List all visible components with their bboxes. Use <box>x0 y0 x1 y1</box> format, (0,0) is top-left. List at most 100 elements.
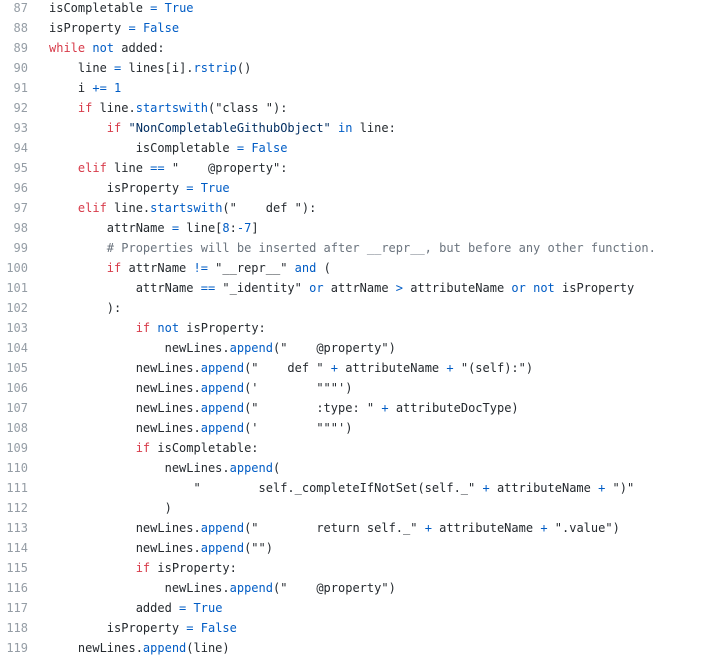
code-token: = <box>179 601 187 615</box>
line-number: 102 <box>6 301 28 315</box>
code-token: () <box>236 61 252 75</box>
code-token: True <box>193 601 223 615</box>
code-line: 113 newLines.append(" return self._" + a… <box>0 520 713 540</box>
code-line: 96 isProperty = True <box>0 180 713 200</box>
code-text: isProperty = False <box>28 620 237 640</box>
code-token: = <box>186 181 194 195</box>
line-number: 115 <box>6 561 28 575</box>
code-line: 101 attrName == "_identity" or attrName … <box>0 280 713 300</box>
code-token: + <box>330 361 339 375</box>
code-token <box>107 81 114 95</box>
code-token <box>49 561 136 575</box>
code-token: attrName <box>323 281 396 295</box>
code-token <box>331 121 338 135</box>
code-token: newLines. <box>49 361 201 375</box>
code-text: newLines.append(' """') <box>28 420 353 440</box>
code-line: 112 ) <box>0 500 713 520</box>
code-token: (line) <box>186 641 230 655</box>
code-line: 119 newLines.append(line) <box>0 640 713 660</box>
line-number: 113 <box>6 521 28 535</box>
line-number: 93 <box>13 121 28 135</box>
code-line: 94 isCompletable = False <box>0 140 713 160</box>
code-token: + <box>598 481 606 495</box>
code-token <box>49 321 136 335</box>
line-number: 96 <box>13 181 28 195</box>
code-text: attrName = line[8:-7] <box>28 220 259 240</box>
code-token: isProperty: <box>179 321 266 335</box>
code-token: + <box>482 481 490 495</box>
code-text: elif line.startswith(" def "): <box>28 200 316 220</box>
code-token <box>49 441 136 455</box>
code-token: line[ <box>179 221 223 235</box>
code-token: if <box>135 321 151 335</box>
code-token <box>49 161 78 175</box>
code-token: append <box>200 401 245 415</box>
code-token: ( <box>316 261 331 275</box>
code-token <box>49 121 107 135</box>
code-text: newLines.append(" def " + attributeName … <box>28 360 533 380</box>
line-number: 89 <box>13 41 28 55</box>
code-line: 107 newLines.append(" :type: " + attribu… <box>0 400 713 420</box>
code-token: newLines. <box>49 541 201 555</box>
line-number: 92 <box>13 101 28 115</box>
code-token <box>136 21 143 35</box>
code-text: attrName == "_identity" or attrName > at… <box>28 280 635 300</box>
code-token: isProperty <box>49 21 129 35</box>
code-token: True <box>200 181 230 195</box>
code-text: newLines.append(" :type: " + attributeDo… <box>28 400 519 420</box>
code-token <box>49 261 107 275</box>
code-text: newLines.append(" return self._" + attri… <box>28 520 620 540</box>
line-number: 118 <box>6 621 28 635</box>
line-number: 87 <box>13 1 28 15</box>
code-token: += <box>92 81 107 95</box>
code-token: line. <box>92 101 136 115</box>
code-token: (' """') <box>244 381 353 395</box>
code-token: + <box>424 521 432 535</box>
code-token: rstrip <box>193 61 237 75</box>
line-number: 88 <box>13 21 28 35</box>
code-token: if <box>135 441 151 455</box>
code-token: (" :type: " <box>244 401 382 415</box>
code-token: isCompletable <box>49 1 151 15</box>
code-text: isProperty = False <box>28 20 179 40</box>
code-token: 1 <box>114 81 122 95</box>
code-token: " @property": <box>164 161 288 175</box>
code-line: 103 if not isProperty: <box>0 320 713 340</box>
line-number: 97 <box>13 201 28 215</box>
code-token: newLines. <box>49 401 201 415</box>
code-token: append <box>142 641 187 655</box>
code-text: if attrName != "__repr__" and ( <box>28 260 331 280</box>
code-token: ")" <box>605 481 635 495</box>
code-token: in <box>338 121 353 135</box>
code-line: 106 newLines.append(' """') <box>0 380 713 400</box>
code-text: elif line == " @property": <box>28 160 288 180</box>
code-token: " self._completeIfNotSet(self._" <box>49 481 483 495</box>
code-text: if "NonCompletableGithubObject" in line: <box>28 120 396 140</box>
code-text: if not isProperty: <box>28 320 266 340</box>
code-token: append <box>229 461 273 475</box>
line-number: 110 <box>6 461 28 475</box>
code-token: : <box>229 221 237 235</box>
code-token: append <box>200 381 245 395</box>
code-line: 111 " self._completeIfNotSet(self._" + a… <box>0 480 713 500</box>
code-token: elif <box>77 161 107 175</box>
code-text: newLines.append( <box>28 460 281 480</box>
code-text: i += 1 <box>28 80 121 100</box>
line-number: 94 <box>13 141 28 155</box>
code-token: != <box>193 261 208 275</box>
line-number: 101 <box>6 281 28 295</box>
code-token: False <box>251 141 288 155</box>
code-token: append <box>200 521 245 535</box>
code-text: added = True <box>28 600 223 620</box>
code-token: "__repr__" <box>207 261 295 275</box>
code-token: (" @property") <box>272 581 396 595</box>
code-token: append <box>229 341 273 355</box>
code-token: = <box>186 621 194 635</box>
code-token: append <box>229 581 273 595</box>
line-number: 108 <box>6 421 28 435</box>
code-token: newLines. <box>49 581 230 595</box>
